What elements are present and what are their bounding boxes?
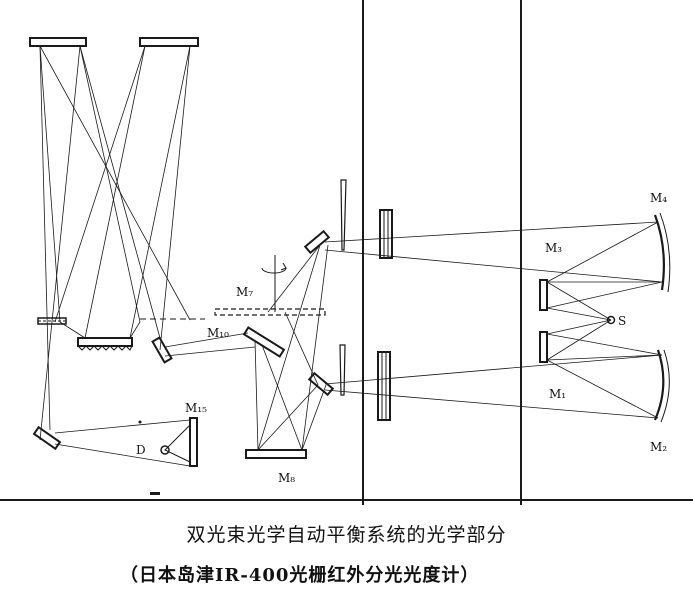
label-m8: M₈ — [278, 471, 295, 485]
frame-lines — [0, 0, 693, 505]
label-m2: M₂ — [650, 440, 667, 454]
caption-title: 双光束光学自动平衡系统的光学部分 — [186, 524, 507, 546]
detector-d — [160, 424, 191, 463]
attenuator-lower — [339, 344, 346, 396]
mirror-m4 — [653, 212, 671, 293]
mirror-m10 — [242, 326, 286, 358]
mirror-m8 — [245, 449, 307, 459]
grating — [77, 337, 133, 351]
mirror-upper-combine — [303, 229, 331, 255]
label-m7: M₇ — [236, 285, 253, 299]
small-marks — [138, 420, 160, 495]
cell-sample — [377, 351, 391, 421]
mirror-lower-combine — [307, 371, 335, 397]
relay-beams — [254, 244, 329, 451]
source-s — [606, 315, 616, 325]
cell-reference — [379, 209, 393, 259]
detector-beams — [54, 419, 191, 467]
label-m15: M₁₅ — [185, 401, 207, 415]
reference-beams — [324, 221, 663, 283]
label-m3: M₃ — [545, 241, 562, 255]
caption-subtitle: （日本岛津IR-400光栅红外分光光度计） — [120, 565, 480, 586]
sample-beams — [324, 354, 663, 419]
m10-beams — [164, 332, 256, 357]
optical-path-diagram: M₄ M₃ S M₁ M₂ M₇ M₁₀ M₁₅ D M₈ — [0, 0, 693, 505]
mirror-m10-left — [151, 336, 173, 364]
label-m4: M₄ — [650, 191, 667, 205]
collimator-mirror-right — [139, 37, 199, 47]
attenuator-upper — [340, 179, 347, 251]
label-m10: M₁₀ — [207, 326, 229, 340]
label-s: S — [618, 314, 626, 328]
monochromator-beams — [39, 45, 191, 441]
source-beams — [546, 221, 663, 419]
exit-slit — [37, 317, 67, 325]
mirror-lower-left — [32, 425, 62, 451]
mirror-small-lower — [539, 331, 548, 363]
label-d: D — [136, 443, 146, 457]
mirror-small-upper — [539, 279, 548, 311]
chopper-m7 — [214, 255, 326, 316]
label-m1: M₁ — [549, 387, 566, 401]
collimator-mirror-left — [29, 37, 87, 47]
mirror-m15 — [189, 417, 198, 467]
mirror-m2 — [653, 349, 670, 423]
